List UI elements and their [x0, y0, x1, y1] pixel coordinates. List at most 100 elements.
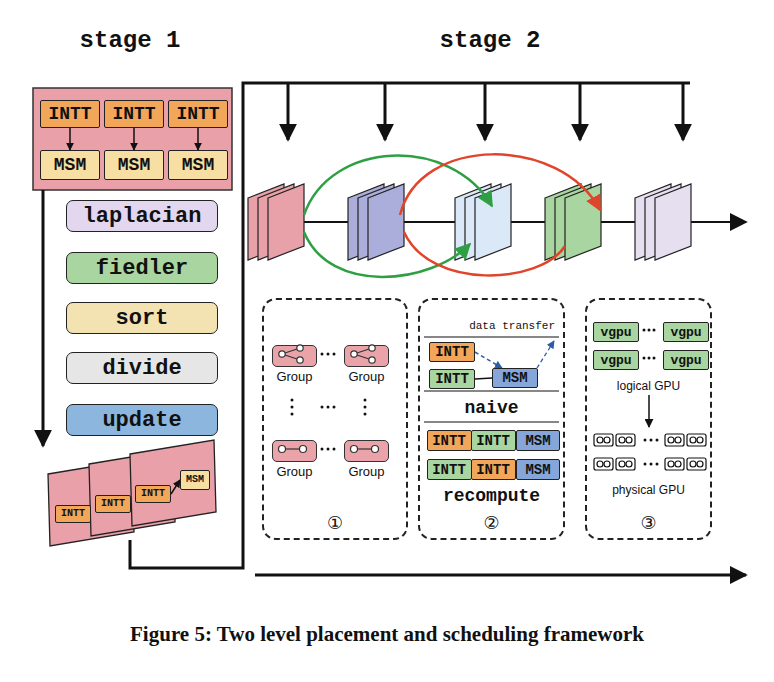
step-box: sort [66, 302, 218, 334]
box-label: MSM [525, 462, 550, 478]
group-label: Group [253, 464, 336, 480]
box-label: INTT [476, 433, 510, 449]
red-arc [404, 232, 565, 275]
section-title: naive [420, 397, 563, 420]
gpu-icon [616, 458, 635, 470]
intt-box: INTT [95, 495, 131, 513]
box-label: MSM [54, 155, 86, 176]
green-arc [304, 232, 470, 277]
intt-box: INTT [427, 459, 472, 480]
down-arrow [384, 83, 387, 140]
box-label: sort [116, 306, 169, 331]
connector [197, 128, 199, 150]
connector [475, 352, 502, 368]
dashed-panel: logical GPUphysical GPU③vgpuvgpuvgpuvgpu [585, 298, 712, 540]
box-label: vgpu [670, 353, 701, 368]
gpu-icon [594, 458, 613, 470]
step-box: update [66, 404, 218, 436]
box-label: update [102, 408, 181, 433]
vgpu-box: vgpu [593, 322, 639, 342]
section-label: logical GPU [587, 378, 710, 394]
transfer-arrow [537, 341, 554, 368]
connector [171, 480, 180, 494]
dashed-panel: ①GroupGroupGroupGroup [262, 298, 408, 540]
timeline-line [424, 421, 559, 422]
figure-caption: Figure 5: Two level placement and schedu… [0, 620, 774, 648]
box-label: INTT [48, 104, 91, 125]
group-label: Group [325, 369, 408, 385]
box-label: MSM [118, 155, 150, 176]
box-label: INTT [435, 371, 469, 387]
group-box: Group [344, 440, 389, 462]
box-label: INTT [176, 104, 219, 125]
box-label: vgpu [670, 325, 701, 340]
box-label: INTT [432, 462, 466, 478]
msm-box: MSM [516, 430, 560, 451]
intt-box: INTT [471, 459, 516, 480]
group-box: Group [272, 345, 317, 367]
msm-box: MSM [40, 150, 100, 180]
vgpu-box: vgpu [593, 350, 639, 370]
step-box: laplacian [66, 200, 218, 232]
box-label: MSM [525, 433, 550, 449]
ellipsis-dots [291, 329, 659, 466]
box-label: INTT [476, 462, 510, 478]
step-box: divide [66, 352, 218, 384]
box-label: INTT [141, 488, 165, 500]
box-label: INTT [61, 508, 85, 520]
stage-heading: stage 1 [0, 26, 280, 56]
card [130, 440, 216, 526]
gpu-icon [616, 434, 635, 446]
layer [565, 184, 601, 260]
gpu-icon [687, 458, 706, 470]
vgpu-box: vgpu [663, 322, 709, 342]
intt-box: INTT [135, 485, 171, 503]
msm-box: MSM [516, 459, 560, 480]
group-box: Group [344, 345, 389, 367]
connector [133, 128, 135, 150]
tree-icon [351, 345, 375, 363]
layer [655, 184, 691, 260]
intt-box: INTT [427, 430, 472, 451]
tree-icon [279, 345, 303, 363]
group-label: Group [325, 464, 408, 480]
box-label: MSM [502, 370, 527, 386]
pair-icon [279, 446, 307, 453]
down-arrow [682, 83, 685, 140]
note-text: data transfer [469, 319, 555, 333]
group-label: Group [253, 369, 336, 385]
intt-box: INTT [55, 505, 91, 523]
intt-box: INTT [104, 100, 164, 128]
box-label: vgpu [600, 325, 631, 340]
stage1-panel [33, 88, 232, 190]
gpu-icons [594, 434, 706, 470]
down-arrow [287, 83, 290, 140]
msm-box: MSM [104, 150, 164, 180]
flow-arrow [42, 190, 45, 446]
red-arc [400, 154, 600, 215]
layer [475, 184, 511, 260]
down-arrow [579, 83, 582, 140]
layer [368, 184, 404, 260]
gpu-icon [665, 458, 684, 470]
box-label: vgpu [600, 353, 631, 368]
msm-box: MSM [180, 470, 210, 490]
timeline-line [424, 390, 559, 391]
msm-box: MSM [168, 150, 228, 180]
box-label: INTT [112, 104, 155, 125]
msm-box: MSM [492, 368, 538, 388]
gpu-icon [665, 434, 684, 446]
dashed-panel: data transfernaiverecompute②INTTINTTMSMI… [418, 298, 565, 540]
section-title: recompute [420, 485, 563, 508]
box-label: laplacian [83, 204, 202, 229]
pair-icon [351, 446, 379, 453]
down-arrow [484, 83, 487, 140]
timeline-line [424, 336, 559, 337]
group-box: Group [272, 440, 317, 462]
callout-number: ② [420, 511, 563, 534]
layer [268, 184, 304, 260]
intt-box: INTT [471, 430, 516, 451]
stage-heading: stage 2 [340, 26, 640, 56]
callout-number: ③ [587, 511, 710, 534]
